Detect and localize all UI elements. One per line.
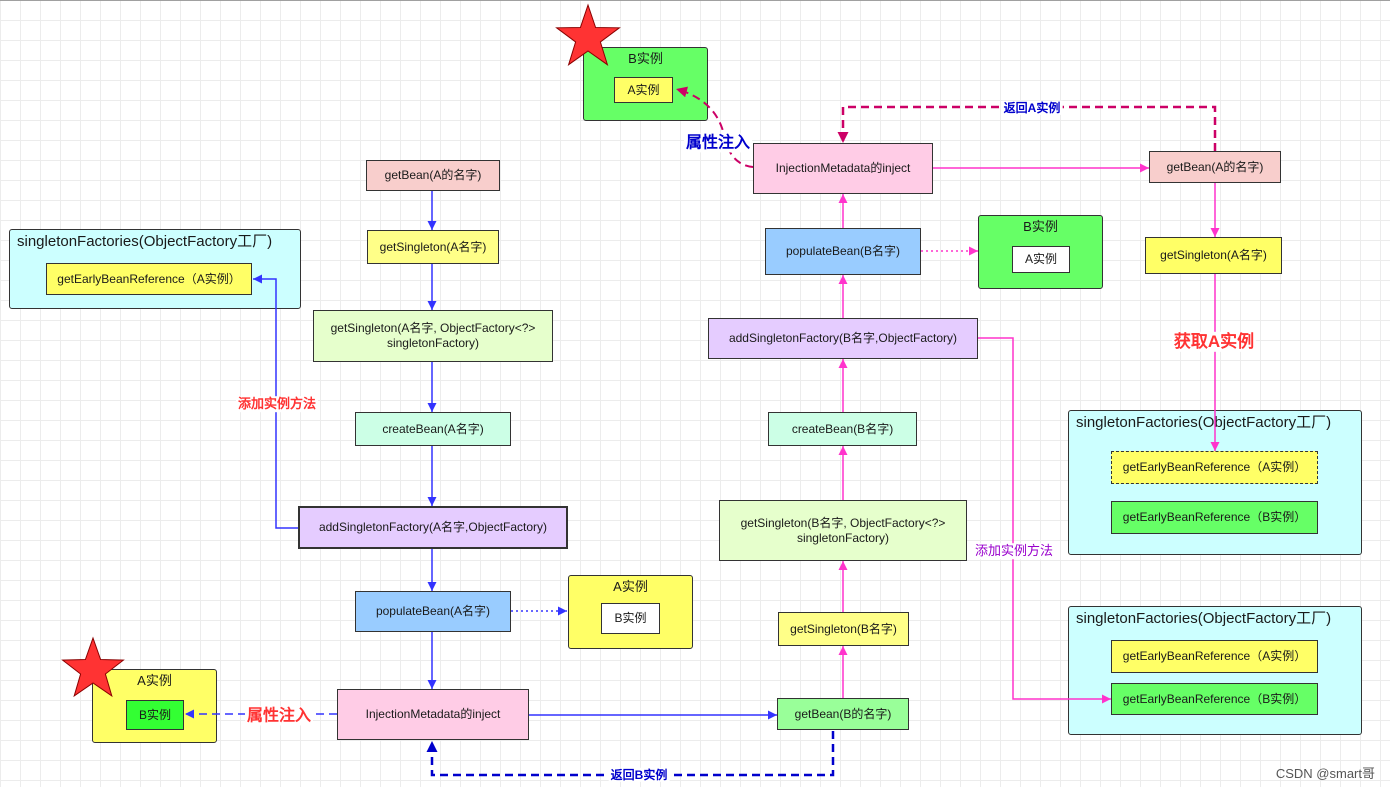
label-get-a-instance: 获取A实例	[1171, 331, 1257, 353]
early-ref-a-left-label: getEarlyBeanReference（A实例）	[57, 271, 241, 286]
early-ref-a-right-bottom-label: getEarlyBeanReference（A实例）	[1122, 649, 1307, 663]
singleton-factories-left-title: singletonFactories(ObjectFactory工厂)	[17, 233, 273, 250]
top-border	[0, 0, 1390, 1]
label-inject-property-bottom: 属性注入	[244, 706, 314, 726]
populate-bean-b-label: populateBean(B名字)	[785, 244, 901, 258]
instance-a-bottom-left-title: A实例	[137, 673, 172, 688]
get-singleton-a-right-box: getSingleton(A名字)	[1145, 237, 1282, 274]
add-singleton-factory-a-box: addSingletonFactory(A名字,ObjectFactory)	[298, 506, 568, 549]
get-bean-a-label: getBean(A的名字)	[384, 168, 482, 182]
early-ref-a-right-top-label: getEarlyBeanReference（A实例）	[1122, 460, 1307, 474]
inject-b-label: InjectionMetadata的inject	[775, 161, 911, 175]
get-singleton-factory-a-line1: getSingleton(A名字, ObjectFactory<?>	[330, 321, 536, 335]
inject-a-label: InjectionMetadata的inject	[365, 707, 501, 721]
singleton-factories-right-bottom: singletonFactories(ObjectFactory工厂) getE…	[1068, 606, 1362, 735]
instance-a-populate-target: A实例 B实例	[568, 575, 693, 649]
instance-b-inner-populate-target: B实例	[601, 603, 660, 634]
add-singleton-factory-b-box: addSingletonFactory(B名字,ObjectFactory)	[708, 318, 978, 359]
instance-b-inner-bottom-left: B实例	[126, 700, 184, 730]
singleton-factories-left: singletonFactories(ObjectFactory工厂) getE…	[9, 229, 301, 309]
singleton-factories-right-bottom-title: singletonFactories(ObjectFactory工厂)	[1076, 610, 1332, 627]
label-add-method-left: 添加实例方法	[235, 396, 319, 412]
get-singleton-factory-b-line2: singletonFactory)	[796, 530, 890, 545]
instance-b-top: B实例 A实例	[583, 47, 708, 121]
get-singleton-a-box: getSingleton(A名字)	[367, 230, 499, 264]
populate-bean-b-box: populateBean(B名字)	[765, 228, 921, 275]
create-bean-b-box: createBean(B名字)	[768, 412, 917, 446]
instance-a-bottom-left: A实例 B实例	[92, 669, 217, 743]
instance-a-populate-target-title: A实例	[613, 579, 648, 594]
inject-a-box: InjectionMetadata的inject	[337, 689, 529, 740]
instance-b-inner-populate-target-label: B实例	[614, 611, 647, 625]
watermark: CSDN @smart哥	[1275, 766, 1375, 781]
instance-b-top-title: B实例	[628, 51, 663, 66]
early-ref-b-right-bottom-label: getEarlyBeanReference（B实例）	[1122, 691, 1307, 706]
instance-b-populate-target: B实例 A实例	[978, 215, 1103, 289]
instance-b-inner-bottom-left-label: B实例	[138, 707, 171, 722]
early-ref-a-left: getEarlyBeanReference（A实例）	[46, 263, 252, 295]
create-bean-a-box: createBean(A名字)	[355, 412, 511, 446]
instance-b-populate-target-title: B实例	[1023, 219, 1058, 234]
get-singleton-factory-b-line1: getSingleton(B名字, ObjectFactory<?>	[740, 515, 946, 530]
add-singleton-factory-b-label: addSingletonFactory(B名字,ObjectFactory)	[728, 331, 958, 345]
get-bean-b-label: getBean(B的名字)	[794, 706, 892, 721]
instance-a-inner-populate-target: A实例	[1012, 246, 1070, 273]
inject-b-box: InjectionMetadata的inject	[753, 143, 933, 194]
singleton-factories-right-top: singletonFactories(ObjectFactory工厂) getE…	[1068, 410, 1362, 555]
get-singleton-factory-a-box: getSingleton(A名字, ObjectFactory<?> singl…	[313, 310, 553, 362]
populate-bean-a-label: populateBean(A名字)	[375, 604, 491, 618]
get-singleton-a-right-label: getSingleton(A名字)	[1160, 248, 1267, 262]
label-return-b: 返回B实例	[608, 767, 670, 783]
create-bean-a-label: createBean(A名字)	[382, 421, 484, 436]
get-bean-b-box: getBean(B的名字)	[777, 698, 909, 730]
add-singleton-factory-a-label: addSingletonFactory(A名字,ObjectFactory)	[318, 520, 548, 534]
early-ref-b-right-top-label: getEarlyBeanReference（B实例）	[1122, 510, 1307, 524]
label-return-a: 返回A实例	[1001, 100, 1063, 116]
early-ref-a-right-top: getEarlyBeanReference（A实例）	[1111, 451, 1318, 484]
label-add-method-right: 添加实例方法	[972, 543, 1056, 559]
instance-a-inner-top-label: A实例	[627, 82, 660, 97]
get-singleton-b-label: getSingleton(B名字)	[790, 621, 897, 636]
get-singleton-factory-b-box: getSingleton(B名字, ObjectFactory<?> singl…	[719, 500, 967, 561]
early-ref-a-right-bottom: getEarlyBeanReference（A实例）	[1111, 640, 1318, 673]
label-inject-property-top: 属性注入	[683, 133, 753, 153]
get-singleton-factory-a-label: getSingleton(A名字, ObjectFactory<?> singl…	[331, 321, 536, 351]
instance-a-inner-top: A实例	[614, 77, 673, 103]
get-bean-a-right-label: getBean(A的名字)	[1166, 159, 1264, 174]
get-bean-a-right-box: getBean(A的名字)	[1149, 151, 1281, 183]
get-bean-a-box: getBean(A的名字)	[366, 160, 500, 191]
singleton-factories-right-top-title: singletonFactories(ObjectFactory工厂)	[1076, 414, 1332, 431]
early-ref-b-right-bottom: getEarlyBeanReference（B实例）	[1111, 683, 1318, 715]
early-ref-b-right-top: getEarlyBeanReference（B实例）	[1111, 501, 1318, 534]
create-bean-b-label: createBean(B名字)	[791, 421, 894, 436]
instance-a-inner-populate-target-label: A实例	[1024, 252, 1057, 266]
get-singleton-a-label: getSingleton(A名字)	[379, 239, 487, 254]
populate-bean-a-box: populateBean(A名字)	[355, 591, 511, 632]
get-singleton-factory-b-label: getSingleton(B名字, ObjectFactory<?> singl…	[741, 516, 946, 546]
get-singleton-b-box: getSingleton(B名字)	[778, 612, 909, 646]
get-singleton-factory-a-line2: singletonFactory)	[386, 336, 480, 350]
